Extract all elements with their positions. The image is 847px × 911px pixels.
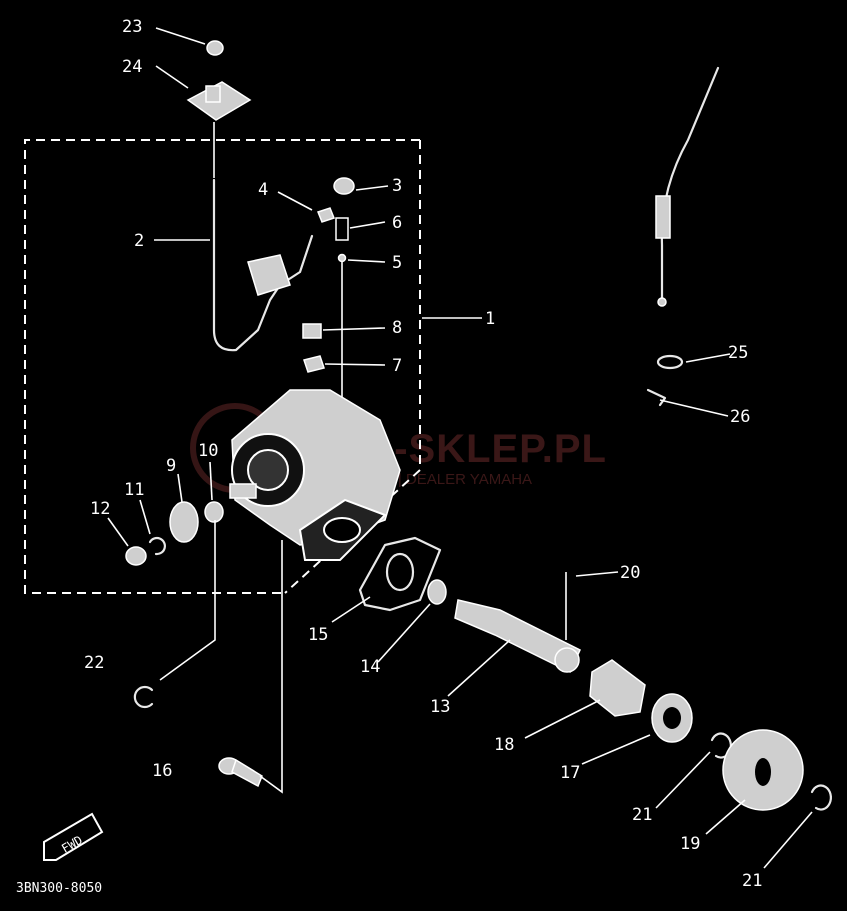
oil-cap <box>206 40 224 56</box>
washer-25 <box>656 354 684 370</box>
callout-23: 23 <box>122 17 142 37</box>
callout-4: 4 <box>258 180 268 200</box>
gasket-15 <box>358 536 442 612</box>
circlip-21b <box>810 784 832 811</box>
clip-11 <box>148 536 166 556</box>
callout-18: 18 <box>494 735 514 755</box>
clip-22 <box>133 685 154 709</box>
callout-22: 22 <box>84 653 104 673</box>
callout-19: 19 <box>680 834 700 854</box>
callout-11: 11 <box>124 480 144 500</box>
callout-6: 6 <box>392 213 402 233</box>
fwd-label: FWD <box>59 833 85 856</box>
oil-delivery-pipe <box>212 178 314 352</box>
leader-lines <box>107 27 813 869</box>
callout-9: 9 <box>166 456 176 476</box>
small-parts <box>302 177 355 420</box>
collar-18 <box>589 659 646 717</box>
circlip-21a <box>710 732 732 759</box>
plate-9 <box>169 501 199 543</box>
callout-3: 3 <box>392 176 402 196</box>
oil-pump-body <box>229 389 401 561</box>
callout-21a: 21 <box>632 805 652 825</box>
callout-12: 12 <box>90 499 110 519</box>
clip-26 <box>646 388 667 407</box>
washer-14 <box>427 579 447 605</box>
washer-10 <box>204 501 224 523</box>
callout-17: 17 <box>560 763 580 783</box>
pump-drive-shaft <box>454 599 581 674</box>
callout-24: 24 <box>122 57 142 77</box>
fwd-arrow-icon: FWD <box>43 812 104 861</box>
callout-8: 8 <box>392 318 402 338</box>
callout-16: 16 <box>152 761 172 781</box>
callouts: 23 24 4 3 6 5 2 8 7 1 9 10 11 12 15 14 1… <box>84 17 762 891</box>
callout-15: 15 <box>308 625 328 645</box>
bolt-16 <box>218 757 263 788</box>
callout-21b: 21 <box>742 871 762 891</box>
callout-26: 26 <box>730 407 750 427</box>
callout-14: 14 <box>360 657 380 677</box>
callout-5: 5 <box>392 253 402 273</box>
callout-10: 10 <box>198 441 218 461</box>
oil-tank-cover <box>186 81 252 121</box>
oil-pump-cable <box>660 66 720 302</box>
callout-2: 2 <box>134 231 144 251</box>
callout-13: 13 <box>430 697 450 717</box>
callout-20: 20 <box>620 563 640 583</box>
catalog-code: 3BN300-8050 <box>16 881 102 896</box>
pipe-fitting <box>247 254 291 296</box>
callout-25: 25 <box>728 343 748 363</box>
callout-1: 1 <box>485 309 495 329</box>
nut-12 <box>125 546 147 566</box>
callout-7: 7 <box>392 356 402 376</box>
